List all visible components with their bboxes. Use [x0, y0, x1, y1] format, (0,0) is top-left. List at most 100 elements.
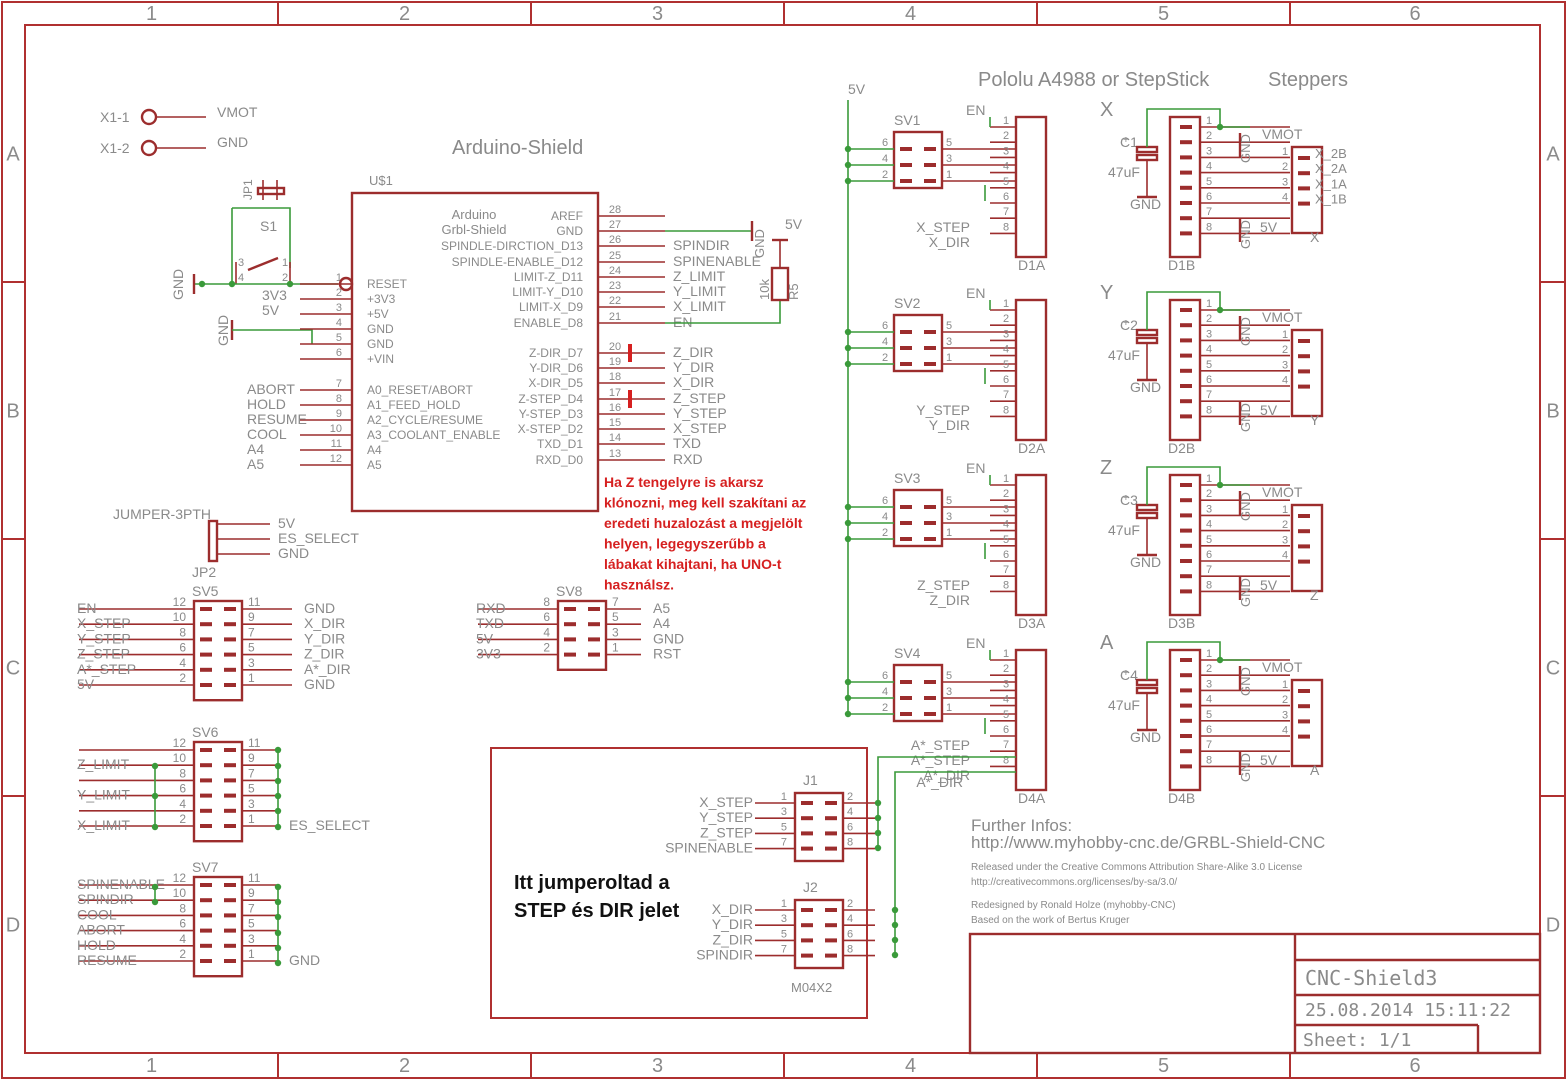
connector-pin-label: X_1B — [1315, 192, 1347, 207]
pin-pad — [825, 953, 837, 958]
pin-num: 7 — [1206, 739, 1212, 751]
step-label: A*_STEP — [911, 737, 970, 753]
gnd-label: GND — [217, 134, 248, 150]
pin-pad — [924, 330, 936, 334]
driver-ref: D1A — [1018, 257, 1046, 273]
vmot-label: VMOT — [1262, 309, 1303, 325]
pin-num: 3 — [248, 656, 255, 670]
pin-pad — [801, 846, 813, 851]
pin-pad — [801, 816, 813, 821]
pin-num: 9 — [248, 886, 255, 900]
arduino-pin-label: LIMIT-Y_D10 — [512, 285, 583, 299]
cap-plate — [1135, 336, 1159, 345]
frame-col-label: 3 — [652, 3, 663, 25]
right-net-label: X_DIR — [673, 374, 714, 390]
pin-num: 10 — [173, 751, 187, 765]
pin-pad — [224, 898, 236, 903]
frame-row-label: B — [6, 401, 19, 423]
pin-num: 3 — [946, 511, 952, 523]
pin-num: 8 — [179, 766, 186, 780]
pin-pad — [1298, 559, 1310, 564]
pin-num: 3 — [1206, 328, 1212, 340]
pin-num: 4 — [1282, 375, 1288, 387]
header-right-label: X_DIR — [304, 615, 345, 631]
pin-num: 6 — [1003, 191, 1009, 203]
pin-num: 2 — [282, 272, 288, 284]
pin-pad — [200, 913, 212, 918]
pin-pad — [924, 521, 936, 525]
pin-num: 3 — [612, 625, 619, 639]
arduino-body — [350, 191, 600, 513]
pin-num: 6 — [179, 641, 186, 655]
pin-num: 8 — [1206, 754, 1212, 766]
frame-col-label: 5 — [1158, 1055, 1169, 1077]
header-left-label: X_STEP — [77, 615, 131, 631]
pin-num: 1 — [1003, 473, 1009, 485]
red-note-line: lábakat kihajtani, ha UNO-t — [604, 556, 782, 572]
header-left-label: RESUME — [77, 952, 137, 968]
stepper-driver-ref: D1B — [1168, 257, 1195, 273]
jumper-body — [793, 898, 845, 970]
pin-num: 3 — [1206, 503, 1212, 515]
pin-pad — [900, 362, 912, 366]
pin-num: 12 — [173, 736, 187, 750]
arduino-pin-num: 24 — [609, 265, 621, 277]
v5-label: 5V — [262, 302, 280, 318]
header-left-label: RXD — [476, 600, 506, 616]
pin-pad — [1180, 155, 1192, 160]
junction-dot — [274, 746, 282, 754]
gnd-label: GND — [1130, 379, 1161, 395]
pin-pad — [564, 607, 576, 611]
pin-num: 1 — [946, 352, 952, 364]
pin-pad — [1298, 719, 1310, 724]
header-ref: SV7 — [192, 859, 219, 875]
pin-num: 4 — [1003, 694, 1009, 706]
arduino-pin-num: 19 — [609, 356, 621, 368]
sv-ref: SV3 — [894, 470, 921, 486]
pin-pad — [1180, 559, 1192, 563]
stepper-connector — [1290, 503, 1324, 593]
axis-letter: Z — [1100, 457, 1112, 479]
connector-pin-label: X_2A — [1315, 161, 1347, 176]
arduino-pin-num: 3 — [336, 302, 342, 314]
pin-pad — [200, 943, 212, 948]
pin-num: 3 — [1206, 145, 1212, 157]
pin-num: 2 — [1206, 663, 1212, 675]
pin-num: 6 — [882, 670, 888, 682]
pin-num: 2 — [1206, 488, 1212, 500]
header-left-label: Z_STEP — [77, 646, 130, 662]
junction-dot — [844, 710, 852, 718]
jumper-left-label: Z_DIR — [713, 931, 753, 947]
arduino-pin-label: A4 — [367, 443, 382, 457]
pin-num: 1 — [781, 898, 787, 910]
jp2-net-label: ES_SELECT — [278, 530, 359, 546]
pin-num: 6 — [882, 137, 888, 149]
pin-pad — [801, 953, 813, 958]
pin-num: 1 — [1003, 115, 1009, 127]
header-body — [192, 875, 244, 978]
switch-lever — [247, 256, 279, 272]
junction-dot — [274, 792, 282, 800]
pin-pad — [825, 923, 837, 928]
wire — [894, 771, 1016, 910]
pin-num: 8 — [179, 625, 186, 639]
pin-pad — [900, 680, 912, 684]
pin-pad — [1298, 201, 1310, 206]
pin-num: 5 — [612, 610, 619, 624]
gnd-label: GND — [1238, 317, 1253, 346]
pin-num: 8 — [1003, 221, 1009, 233]
pin-num: 3 — [248, 932, 255, 946]
pin-num: 1 — [1003, 298, 1009, 310]
arduino-pin-label: A5 — [367, 458, 382, 472]
driver-body — [1014, 648, 1048, 792]
en-label: EN — [966, 285, 985, 301]
gnd-label: GND — [1130, 554, 1161, 570]
pin-num: 2 — [179, 671, 186, 685]
pin-num: 6 — [1206, 191, 1212, 203]
arduino-pin-num: 18 — [609, 371, 621, 383]
pin-pad — [564, 637, 576, 642]
pin-pad — [900, 712, 912, 716]
pin-pad — [224, 808, 236, 813]
header-left-label: Y_LIMIT — [77, 787, 130, 803]
arduino-pin-label: Z-DIR_D7 — [529, 346, 583, 360]
